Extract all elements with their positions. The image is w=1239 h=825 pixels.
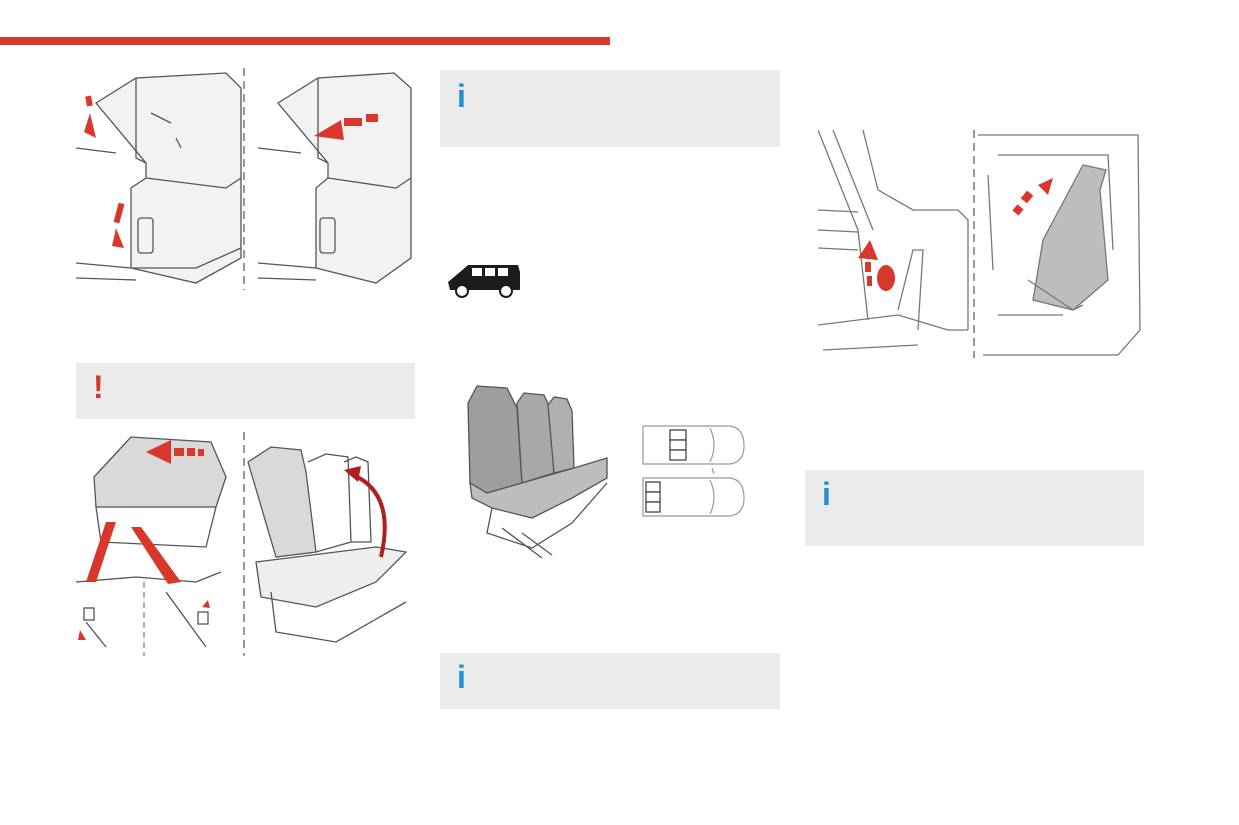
vehicle-silhouette-icon bbox=[446, 262, 522, 298]
header-accent-bar bbox=[0, 37, 610, 45]
info-icon: i bbox=[457, 659, 466, 695]
info-icon: i bbox=[822, 476, 831, 512]
seat-layout-diagram bbox=[640, 418, 746, 526]
seat-tip-forward-figure bbox=[818, 130, 1142, 358]
seat-fold-figure-top-left bbox=[76, 68, 416, 290]
bench-fold-figure-bottom-left bbox=[76, 432, 416, 656]
info-panel-bottom-center: i bbox=[440, 653, 780, 709]
three-seat-bench-illustration bbox=[462, 383, 612, 561]
info-panel-right: i bbox=[805, 470, 1144, 546]
info-panel-top: i bbox=[440, 70, 780, 147]
warning-panel: ! bbox=[76, 363, 415, 419]
warning-icon: ! bbox=[93, 369, 104, 405]
info-icon: i bbox=[457, 78, 466, 114]
